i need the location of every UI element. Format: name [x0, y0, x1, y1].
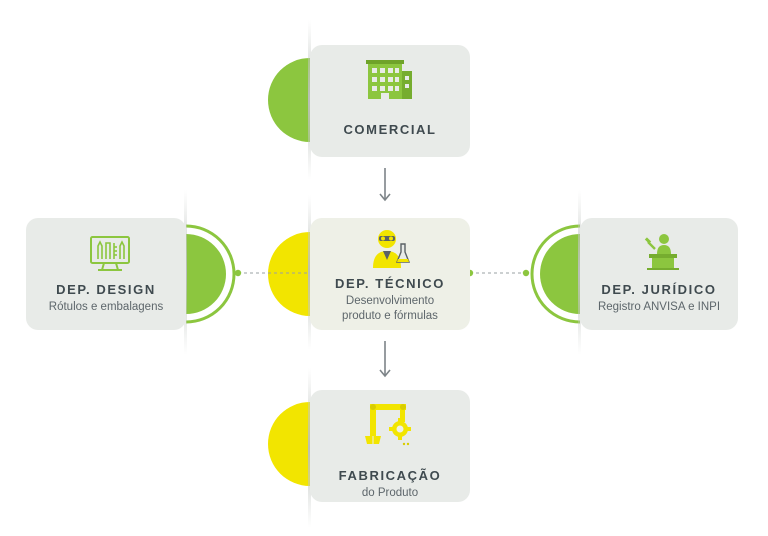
connector-dot-design — [234, 269, 242, 277]
juridico-title: DEP. JURÍDICO — [601, 282, 717, 297]
design-ring — [185, 224, 236, 324]
tecnico-subtitle-line2: produto e fórmulas — [342, 310, 438, 322]
tecnico-title: DEP. TÉCNICO — [335, 276, 445, 291]
comercial-title: COMERCIAL — [343, 122, 437, 137]
comercial-half-circle — [268, 58, 310, 142]
fabricacao-card: FABRICAÇÃO do Produto — [310, 390, 470, 502]
tecnico-subtitle-line1: Desenvolvimento — [345, 295, 435, 307]
juridico-subtitle: Registro ANVISA e INPI — [597, 301, 721, 313]
tecnico-card: DEP. TÉCNICO Desenvolvimento produto e f… — [310, 218, 470, 330]
juridico-card: DEP. JURÍDICO Registro ANVISA e INPI — [580, 218, 738, 330]
robot-arm-icon — [365, 404, 411, 446]
scientist-icon — [373, 230, 411, 268]
fabricacao-half-circle — [268, 402, 310, 486]
design-half-circle — [186, 234, 226, 314]
design-title: DEP. DESIGN — [56, 282, 156, 297]
judge-podium-icon — [644, 234, 679, 270]
design-monitor-icon — [90, 236, 130, 271]
juridico-ring — [530, 224, 581, 324]
fabricacao-subtitle: do Produto — [361, 487, 419, 499]
arrow-comercial-tecnico — [379, 168, 391, 202]
comercial-card: COMERCIAL — [310, 45, 470, 157]
design-subtitle: Rótulos e embalagens — [48, 301, 164, 313]
connector-dot-juridico — [522, 269, 530, 277]
juridico-half-circle — [540, 234, 580, 314]
tecnico-half-circle — [268, 232, 310, 316]
fabricacao-title: FABRICAÇÃO — [338, 468, 442, 483]
design-card: DEP. DESIGN Rótulos e embalagens — [26, 218, 186, 330]
arrow-tecnico-fabricacao — [379, 341, 391, 378]
building-icon — [366, 60, 412, 99]
